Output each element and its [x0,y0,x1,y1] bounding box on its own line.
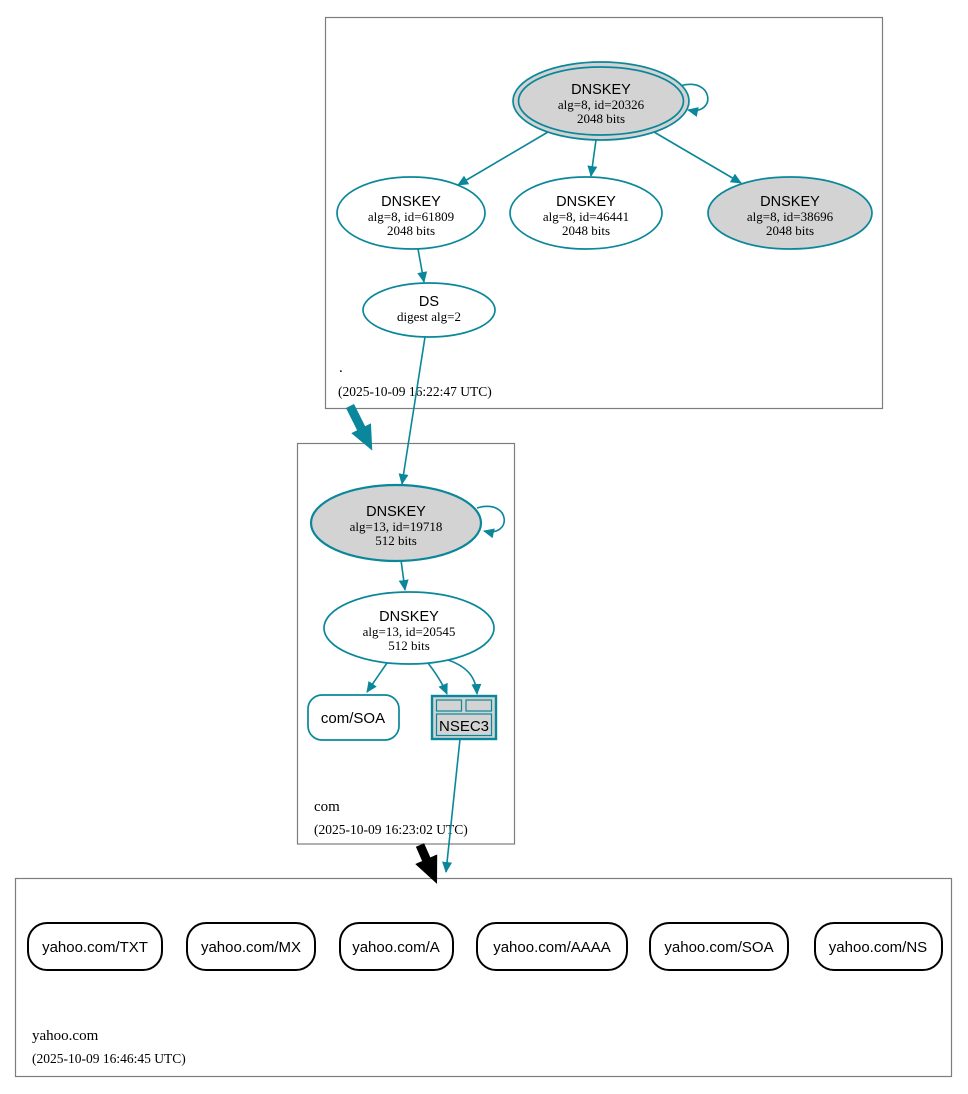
node-yahoo-soa: yahoo.com/SOA [649,922,789,971]
node-yahoo-txt: yahoo.com/TXT [27,922,163,971]
zone-label-com: com [314,799,340,815]
node-yahoo-soa-shape [649,922,789,971]
edge-nsec3-to-yahoo [442,738,461,873]
node-root-dnskey-61809-shape [336,176,486,250]
edge-com-ksk-to-zsk [398,559,409,591]
edge-root-ksk-to-ksk2 [653,131,742,184]
node-title: DNSKEY [381,194,441,210]
delegation-arrow-com-to-yahoo [415,843,438,884]
node-root-dnskey-20326-inner-ring [517,66,685,136]
zone-timestamp-root: (2025-10-09 16:22:47 UTC) [338,384,492,399]
node-com-nsec3-cell-right [465,699,493,712]
zone-timestamp-yahoo: (2025-10-09 16:46:45 UTC) [32,1051,186,1066]
zone-label-yahoo: yahoo.com [32,1028,99,1044]
delegation-arrow-root-to-com [345,403,373,451]
rrset-label: yahoo.com/A [352,939,440,956]
zone-label-root: . [339,360,343,376]
node-yahoo-a: yahoo.com/A [339,922,454,971]
node-bits: 2048 bits [562,223,610,238]
zone-timestamp-com: (2025-10-09 16:23:02 UTC) [314,822,468,837]
node-root-ds-shape [362,282,496,338]
node-alg: alg=8, id=20326 [558,97,645,112]
node-label: com/SOA [321,710,385,727]
node-com-dnskey-20545-shape [323,591,495,665]
node-title: DNSKEY [379,609,439,625]
node-yahoo-a-shape [339,922,454,971]
node-yahoo-ns-shape [814,922,943,971]
rrset-label: yahoo.com/SOA [664,939,773,956]
edge-root-ksk-to-zsk2 [587,139,598,177]
node-root-dnskey-46441-shape [509,176,663,250]
node-yahoo-aaaa: yahoo.com/AAAA [476,922,628,971]
edge-root-ksk-to-zsk1 [457,131,549,186]
node-root-ds: DS digest alg=2 [362,282,496,338]
node-root-dnskey-38696-shape [707,176,873,250]
node-com-nsec3-cell-main [435,713,493,737]
node-com-dnskey-19718-shape [309,483,483,563]
edge-com-ksk-selfsign [476,505,506,539]
zone-box-com [296,442,516,845]
node-title: DNSKEY [556,194,616,210]
node-digest: digest alg=2 [397,309,461,324]
node-title: DNSKEY [760,194,820,210]
node-bits: 2048 bits [387,223,435,238]
rrset-label: yahoo.com/NS [829,939,927,956]
node-com-soa: com/SOA [307,694,400,741]
node-yahoo-ns: yahoo.com/NS [814,922,943,971]
node-bits: 512 bits [375,533,417,548]
node-yahoo-mx-shape [186,922,316,971]
edge-zsk1-to-ds [417,248,428,283]
node-alg: alg=8, id=61809 [368,209,454,224]
edge-com-zsk-to-nsec3-left [427,662,448,695]
node-label: NSEC3 [439,718,489,735]
zone-box-yahoo [14,877,953,1078]
node-title: DS [419,294,439,310]
node-root-dnskey-38696: DNSKEY alg=8, id=38696 2048 bits [707,176,873,250]
node-root-dnskey-20326-outer-ring [512,61,690,141]
node-com-dnskey-19718: DNSKEY alg=13, id=19718 512 bits [309,483,483,563]
node-alg: alg=8, id=46441 [543,209,629,224]
node-root-dnskey-20326: DNSKEY alg=8, id=20326 2048 bits [512,61,690,141]
node-bits: 512 bits [388,638,430,653]
rrset-label: yahoo.com/AAAA [493,939,611,956]
node-com-dnskey-20545: DNSKEY alg=13, id=20545 512 bits [323,591,495,665]
node-alg: alg=8, id=38696 [747,209,834,224]
node-title: DNSKEY [366,504,426,520]
node-bits: 2048 bits [766,223,814,238]
node-root-dnskey-46441: DNSKEY alg=8, id=46441 2048 bits [509,176,663,250]
zone-box-root [324,16,884,410]
edge-ds-to-com-ksk [398,336,426,485]
node-alg: alg=13, id=20545 [363,624,456,639]
rrset-label: yahoo.com/MX [201,939,301,956]
node-alg: alg=13, id=19718 [350,519,443,534]
edge-root-ksk-selfsign [679,83,709,117]
edge-com-zsk-to-nsec3-right [444,658,482,695]
node-yahoo-aaaa-shape [476,922,628,971]
node-com-nsec3-cell-left [435,699,463,712]
node-root-dnskey-61809: DNSKEY alg=8, id=61809 2048 bits [336,176,486,250]
rrset-label: yahoo.com/TXT [42,939,148,956]
node-com-soa-shape [307,694,400,741]
edge-com-zsk-to-soa [366,662,388,693]
node-com-nsec3: NSEC3 [430,694,498,741]
node-title: DNSKEY [571,82,631,98]
node-yahoo-txt-shape [27,922,163,971]
node-yahoo-mx: yahoo.com/MX [186,922,316,971]
node-bits: 2048 bits [577,111,625,126]
